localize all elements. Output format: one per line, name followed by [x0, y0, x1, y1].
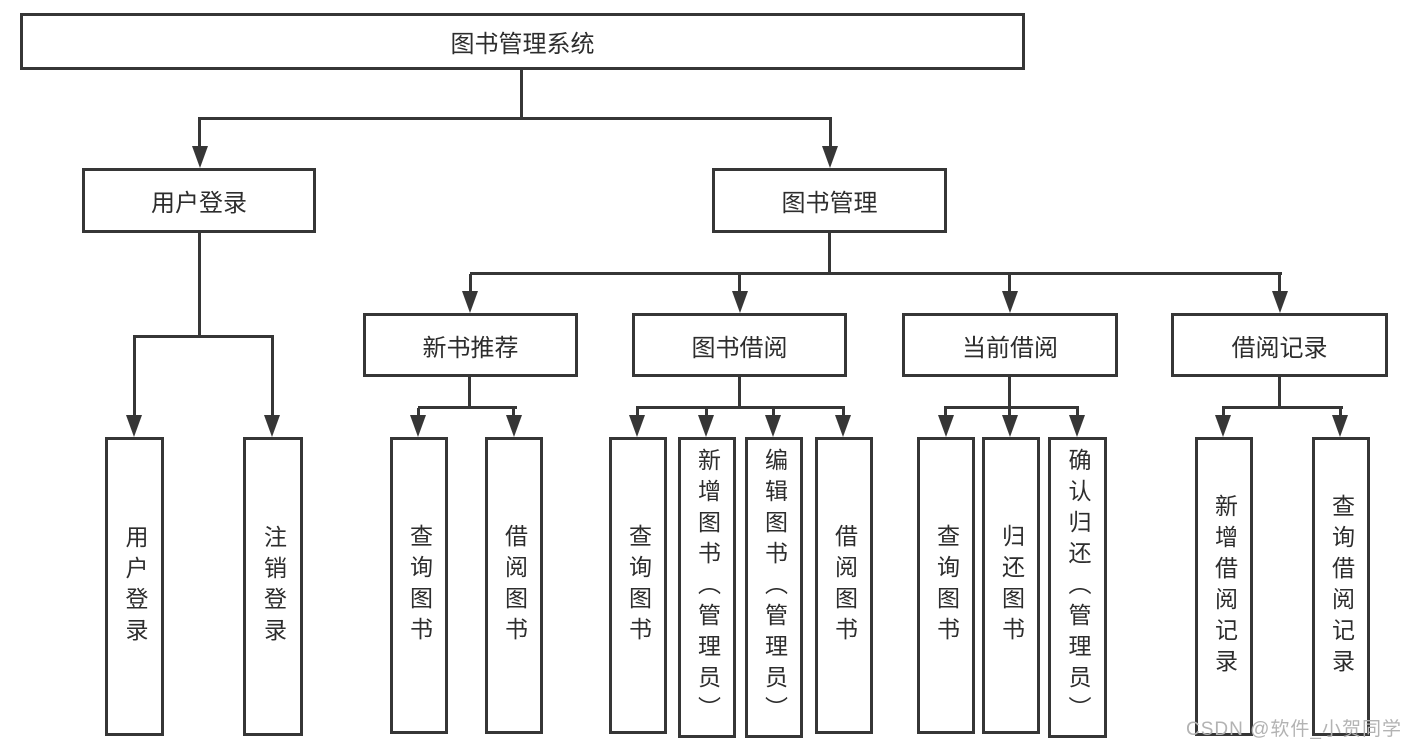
leaf-logout: 注销登录	[243, 437, 303, 736]
connector-line	[705, 408, 708, 418]
arrow-down-icon	[765, 415, 781, 437]
arrow-down-icon	[506, 415, 522, 437]
leaf-borrow-borrow-book: 借阅图书	[815, 437, 873, 734]
connector-line	[1008, 274, 1011, 293]
arrow-down-icon	[835, 415, 851, 437]
leaf-records-add-record: 新增借阅记录	[1195, 437, 1253, 736]
leaf-current-return-book: 归还图书	[982, 437, 1040, 734]
leaf-user-login: 用户登录	[105, 437, 164, 736]
node-current-borrow: 当前借阅	[902, 313, 1118, 377]
connector-line	[271, 337, 274, 417]
connector-line	[133, 335, 274, 338]
connector-line	[1339, 408, 1342, 418]
node-user-login: 用户登录	[82, 168, 316, 233]
connector-line	[829, 119, 832, 150]
connector-line	[1008, 408, 1011, 418]
connector-line	[772, 408, 775, 418]
connector-line	[469, 274, 472, 293]
arrow-down-icon	[938, 415, 954, 437]
connector-line	[198, 233, 201, 337]
connector-line	[133, 337, 136, 417]
node-book-borrow: 图书借阅	[632, 313, 847, 377]
node-borrow-records: 借阅记录	[1171, 313, 1388, 377]
arrow-down-icon	[1002, 291, 1018, 313]
connector-line	[1278, 274, 1281, 293]
arrow-down-icon	[462, 291, 478, 313]
node-new-book-recommend: 新书推荐	[363, 313, 578, 377]
connector-line	[512, 408, 515, 418]
connector-line	[1008, 376, 1011, 408]
arrow-down-icon	[732, 291, 748, 313]
arrow-down-icon	[192, 146, 208, 168]
arrow-down-icon	[126, 415, 142, 437]
arrow-down-icon	[1332, 415, 1348, 437]
connector-line	[944, 406, 1079, 409]
connector-line	[944, 408, 947, 418]
leaf-newbook-query-book: 查询图书	[390, 437, 448, 734]
arrow-down-icon	[1272, 291, 1288, 313]
node-root: 图书管理系统	[20, 13, 1025, 70]
node-book-management: 图书管理	[712, 168, 947, 233]
leaf-newbook-borrow-book: 借阅图书	[485, 437, 543, 734]
leaf-current-query-book: 查询图书	[917, 437, 975, 734]
connector-line	[520, 70, 523, 119]
connector-line	[1278, 376, 1281, 408]
connector-line	[842, 408, 845, 418]
connector-line	[1222, 408, 1225, 418]
connector-line	[1076, 408, 1079, 418]
leaf-borrow-query-book: 查询图书	[609, 437, 667, 734]
arrow-down-icon	[629, 415, 645, 437]
connector-line	[418, 406, 517, 409]
arrow-down-icon	[410, 415, 426, 437]
connector-line	[198, 117, 832, 120]
connector-line	[828, 233, 831, 274]
connector-line	[636, 408, 639, 418]
leaf-current-confirm-return-admin: 确认归还（管理员）	[1048, 437, 1107, 738]
arrow-down-icon	[698, 415, 714, 437]
connector-line	[636, 406, 845, 409]
connector-line	[738, 274, 741, 293]
arrow-down-icon	[1215, 415, 1231, 437]
leaf-borrow-edit-book-admin: 编辑图书（管理员）	[745, 437, 803, 738]
arrow-down-icon	[1002, 415, 1018, 437]
connector-line	[417, 408, 420, 418]
connector-line	[1222, 406, 1343, 409]
leaf-borrow-add-book-admin: 新增图书（管理员）	[678, 437, 736, 738]
arrow-down-icon	[264, 415, 280, 437]
arrow-down-icon	[1069, 415, 1085, 437]
arrow-down-icon	[822, 146, 838, 168]
csdn-watermark: CSDN @软件_小贺同学	[1186, 719, 1402, 740]
connector-line	[198, 119, 201, 150]
connector-line	[468, 376, 471, 408]
leaf-records-query-record: 查询借阅记录	[1312, 437, 1370, 736]
connector-line	[470, 272, 1282, 275]
connector-line	[738, 376, 741, 408]
